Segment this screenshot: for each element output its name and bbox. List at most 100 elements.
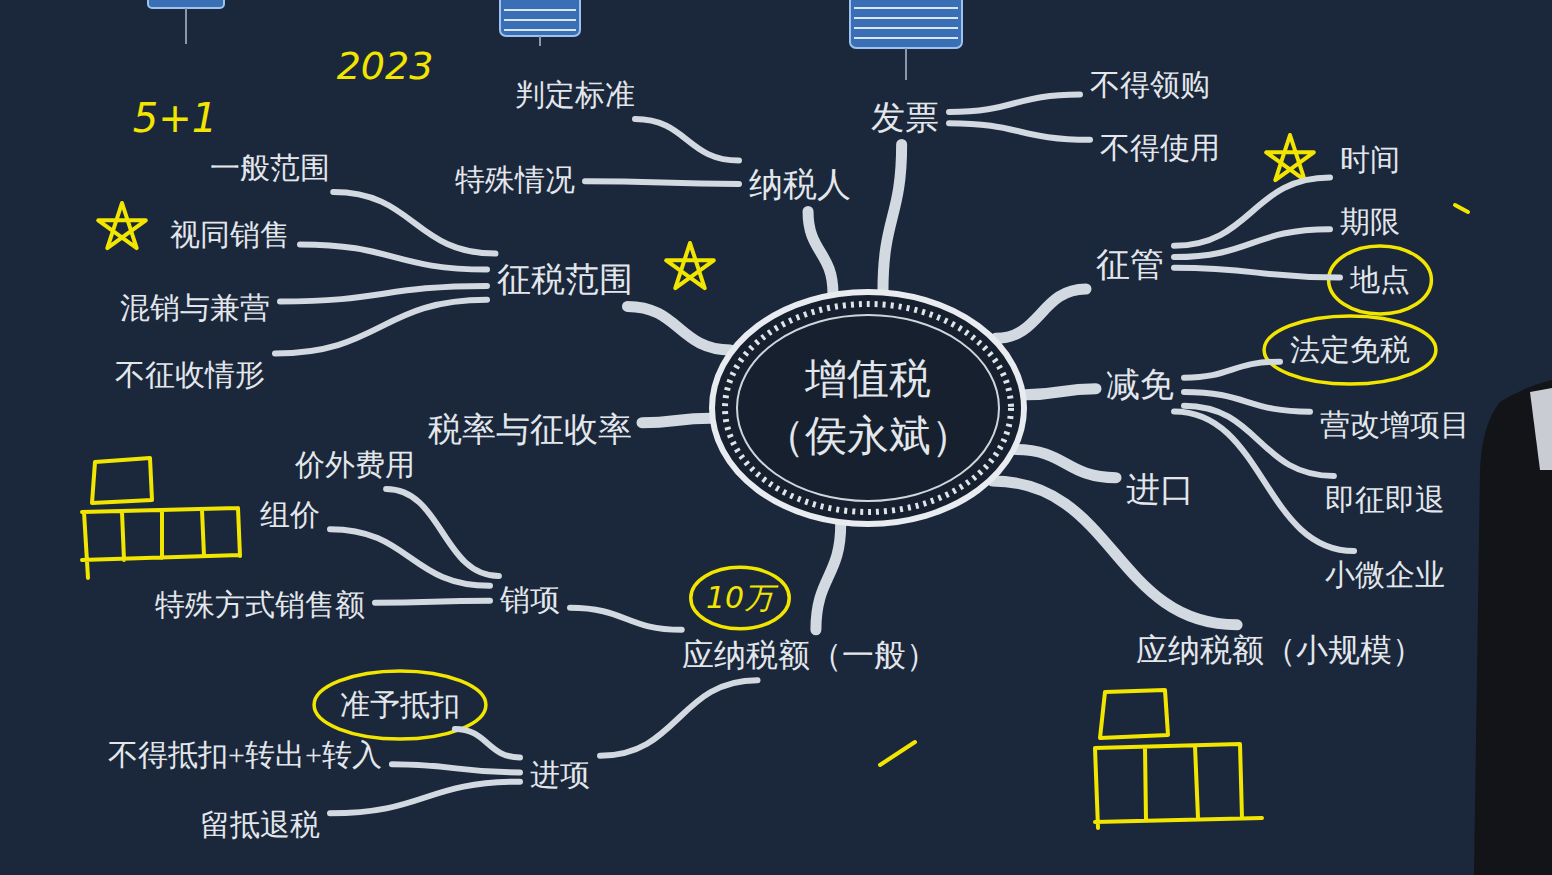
central-ellipse	[708, 288, 1028, 528]
topic-text: 营改增项目	[1320, 407, 1470, 443]
topic-text: 税率与征收率	[428, 410, 632, 451]
branch-line	[1174, 268, 1340, 278]
branch-line	[333, 192, 495, 254]
branch-line	[300, 244, 487, 269]
topic-text: 应纳税额（一般）	[682, 636, 938, 674]
topic-node: 法定免税	[1284, 330, 1416, 370]
star-mark	[98, 203, 146, 248]
branch-line	[992, 481, 1237, 625]
topic-node: 不得抵扣+转出+转入	[102, 735, 388, 775]
branch-line	[808, 211, 833, 293]
topic-text: 法定免税	[1290, 332, 1410, 368]
branch-line	[949, 123, 1090, 140]
topic-text: 不得领购	[1090, 67, 1210, 103]
branch-line	[642, 418, 711, 422]
topic-node: 税率与征收率	[422, 408, 638, 453]
topic-node: 不得使用	[1094, 128, 1226, 168]
lamp	[148, 0, 224, 8]
lamp-wire	[539, 36, 541, 46]
topic-node: 征管	[1090, 243, 1170, 288]
central-topic: 增值税 （侯永斌）	[708, 288, 1028, 528]
topic-node: 地点	[1344, 260, 1416, 300]
topic-node: 进项	[524, 755, 596, 795]
handwritten-note: 10万	[706, 578, 774, 619]
branch-line	[375, 601, 490, 603]
topic-node: 组价	[254, 495, 326, 535]
branch-line	[330, 529, 490, 586]
topic-node: 价外费用	[289, 445, 421, 485]
branch-line	[816, 524, 841, 630]
topic-text: 留抵退税	[200, 807, 320, 843]
presenter	[1474, 380, 1552, 875]
topic-node: 征税范围	[491, 258, 639, 303]
presenter-shirt	[1530, 388, 1552, 470]
topic-text: 纳税人	[749, 165, 851, 206]
topic-text: 地点	[1350, 262, 1410, 298]
topic-text: 期限	[1340, 204, 1400, 240]
branch-line	[1174, 229, 1330, 257]
topic-text: 应纳税额（小规模）	[1136, 631, 1424, 669]
topic-text: 销项	[500, 582, 560, 618]
topic-node: 特殊方式销售额	[149, 585, 371, 625]
topic-text: 特殊情况	[455, 162, 575, 198]
topic-text: 组价	[260, 497, 320, 533]
handwriting-circles	[314, 246, 1436, 739]
topic-text: 价外费用	[295, 447, 415, 483]
topic-node: 时间	[1334, 140, 1406, 180]
pin-glyph	[82, 458, 240, 578]
topic-node: 留抵退税	[194, 805, 326, 845]
ellipse-lace	[725, 304, 1011, 512]
topic-text: 不得使用	[1100, 130, 1220, 166]
lamp	[850, 0, 962, 48]
branch-line	[330, 782, 520, 814]
topic-node: 混销与兼营	[114, 288, 276, 328]
topic-node: 不得领购	[1084, 65, 1216, 105]
topic-node: 特殊情况	[449, 160, 581, 200]
lamp-wire	[185, 8, 187, 44]
branch-line	[585, 181, 739, 184]
topic-node: 即征即退	[1319, 480, 1451, 520]
branch-line	[386, 489, 499, 576]
branch-line	[635, 119, 739, 161]
topic-text: 减免	[1106, 365, 1174, 406]
topic-node: 减免	[1100, 363, 1180, 408]
star-mark	[1266, 135, 1314, 180]
topic-node: 准予抵扣	[334, 685, 466, 725]
ellipse-rim	[712, 292, 1024, 524]
topic-node: 不征收情形	[109, 355, 271, 395]
topic-text: 征管	[1096, 245, 1164, 286]
branch-line	[570, 608, 682, 630]
topic-text: 进项	[530, 757, 590, 793]
topic-node: 发票	[865, 96, 945, 141]
topic-node: 判定标准	[509, 75, 641, 115]
topic-text: 特殊方式销售额	[155, 587, 365, 623]
branch-line	[1016, 450, 1116, 478]
branch-line	[949, 94, 1080, 112]
branch-line	[996, 289, 1086, 338]
circle-mark	[1264, 316, 1436, 384]
branch-line	[455, 729, 520, 758]
topic-text: 征税范围	[497, 260, 633, 301]
topic-text: 视同销售	[170, 217, 290, 253]
topic-text: 混销与兼营	[120, 290, 270, 326]
handwriting	[82, 135, 1468, 828]
topic-node: 小微企业	[1319, 555, 1451, 595]
topic-text: 一般范围	[210, 150, 330, 186]
tick-mark	[1455, 205, 1468, 212]
topic-node: 应纳税额（小规模）	[1130, 629, 1430, 671]
handwritten-note: 5+1	[133, 95, 217, 141]
star-mark	[666, 243, 714, 288]
topic-text: 时间	[1340, 142, 1400, 178]
topic-text: 不征收情形	[115, 357, 265, 393]
lamp-stripes	[854, 8, 958, 38]
topic-text: 准予抵扣	[340, 687, 460, 723]
lamp	[500, 0, 580, 36]
topic-node: 应纳税额（一般）	[676, 634, 944, 676]
topic-text: 发票	[871, 98, 939, 139]
branch-line	[1184, 362, 1280, 378]
topic-text: 不得抵扣+转出+转入	[108, 737, 382, 773]
topic-node: 进口	[1120, 468, 1200, 513]
topic-node: 期限	[1334, 202, 1406, 242]
topic-node: 销项	[494, 580, 566, 620]
branch-line	[275, 300, 487, 354]
